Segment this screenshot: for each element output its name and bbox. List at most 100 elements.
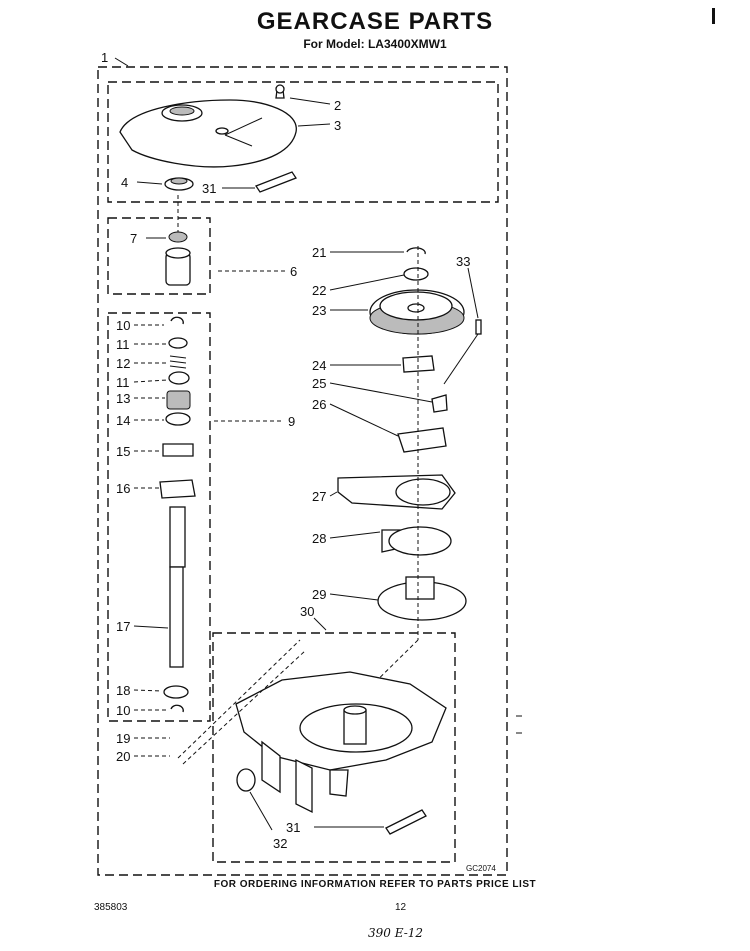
callout-15: 15 <box>116 444 130 459</box>
spring-part <box>169 355 187 369</box>
leader-25 <box>329 382 433 403</box>
grease-tube-31b <box>385 809 427 835</box>
gearcase-leg-center <box>295 758 313 814</box>
cover-part <box>119 99 297 168</box>
cover-hole <box>215 127 229 135</box>
leader-1 <box>114 57 129 67</box>
handwritten-note: 390 E-12 <box>368 926 424 940</box>
drive-block-part <box>159 479 196 499</box>
callout-20: 20 <box>116 749 130 764</box>
washer-22 <box>403 267 429 281</box>
leader-22 <box>329 274 405 291</box>
leader-33 <box>467 267 479 319</box>
shaft-group-box <box>107 312 211 722</box>
thrust-washer-part <box>165 412 191 426</box>
callout-29: 29 <box>312 587 326 602</box>
pin-33 <box>475 319 482 335</box>
gearcase-body-box <box>212 632 456 863</box>
callout-14: 14 <box>116 413 130 428</box>
callout-30: 30 <box>300 604 314 619</box>
callout-23: 23 <box>312 303 326 318</box>
callout-11a: 11 <box>116 337 130 352</box>
callout-12: 12 <box>116 356 130 371</box>
lever-ring <box>395 478 451 506</box>
leader-29 <box>329 593 379 601</box>
leader-2 <box>289 97 331 105</box>
cam-plate-26 <box>397 427 447 453</box>
gearcase-post-top <box>343 705 367 715</box>
leader-4 <box>136 181 163 185</box>
callout-9: 9 <box>288 414 295 429</box>
bearing-part <box>168 231 188 243</box>
roller-32 <box>236 768 256 792</box>
callout-4: 4 <box>121 175 128 190</box>
callout-13: 13 <box>116 391 130 406</box>
cover-rib <box>224 117 263 147</box>
callout-27: 27 <box>312 489 326 504</box>
margin-ticks <box>516 715 522 734</box>
retaining-ring-part-2 <box>170 704 184 713</box>
leader-33b <box>443 333 479 385</box>
seal-center <box>170 177 188 185</box>
leader-11b <box>133 379 168 383</box>
callout-17: 17 <box>116 619 130 634</box>
leader-18 <box>133 689 163 692</box>
gearcase-leg-left <box>261 740 281 794</box>
leader-3 <box>297 123 331 127</box>
callout-11b: 11 <box>116 375 130 390</box>
document-number: 385803 <box>94 902 128 913</box>
ordering-note: FOR ORDERING INFORMATION REFER TO PARTS … <box>213 879 537 890</box>
callout-1: 1 <box>101 50 108 65</box>
callout-3: 3 <box>334 118 341 133</box>
callout-26: 26 <box>312 397 326 412</box>
callout-21: 21 <box>312 245 326 260</box>
spline-shaft-upper <box>169 506 186 568</box>
pinion-hub <box>405 576 435 600</box>
callout-10b: 10 <box>116 703 130 718</box>
callout-16: 16 <box>116 481 130 496</box>
reference-line <box>177 639 301 759</box>
callout-7: 7 <box>130 231 137 246</box>
callout-32: 32 <box>273 836 287 851</box>
callout-18: 18 <box>116 683 130 698</box>
agitator-shaft-part <box>169 566 184 668</box>
callout-10a: 10 <box>116 318 130 333</box>
model-subtitle: For Model: LA3400XMW1 <box>303 37 447 51</box>
main-gear-hub <box>407 303 425 313</box>
leader-17 <box>133 625 169 629</box>
callout-31a: 31 <box>202 181 216 196</box>
washer-part-2 <box>168 371 190 385</box>
leader-30 <box>313 617 327 631</box>
callout-25: 25 <box>312 376 326 391</box>
callout-33: 33 <box>456 254 470 269</box>
edge-mark <box>712 8 715 24</box>
screw-head <box>275 84 285 94</box>
gearcase-post <box>343 709 367 745</box>
cover-group-box <box>107 81 499 203</box>
cover-boss-hole <box>169 106 195 116</box>
pawl-25 <box>431 394 448 413</box>
callout-28: 28 <box>312 531 326 546</box>
leader-27 <box>329 491 338 497</box>
callout-31b: 31 <box>286 820 300 835</box>
gear-part <box>166 390 191 410</box>
diagram-code: GC2074 <box>466 864 496 873</box>
fork-ring <box>388 526 452 556</box>
leader-32 <box>249 791 273 831</box>
gearcase-assembly-outline <box>97 66 508 876</box>
washer-part <box>168 337 188 349</box>
bushing-top <box>165 247 191 259</box>
callout-2: 2 <box>334 98 341 113</box>
callout-6: 6 <box>290 264 297 279</box>
washer-part-3 <box>163 685 189 699</box>
leader-28 <box>329 531 381 539</box>
gearcase-leg-right <box>329 769 349 797</box>
callout-22: 22 <box>312 283 326 298</box>
clip-24 <box>402 355 435 373</box>
e-ring-part <box>406 247 426 255</box>
cam-part <box>162 443 194 457</box>
retaining-ring-part <box>170 316 184 325</box>
leader-26 <box>329 403 399 437</box>
page-title: GEARCASE PARTS <box>256 8 494 35</box>
